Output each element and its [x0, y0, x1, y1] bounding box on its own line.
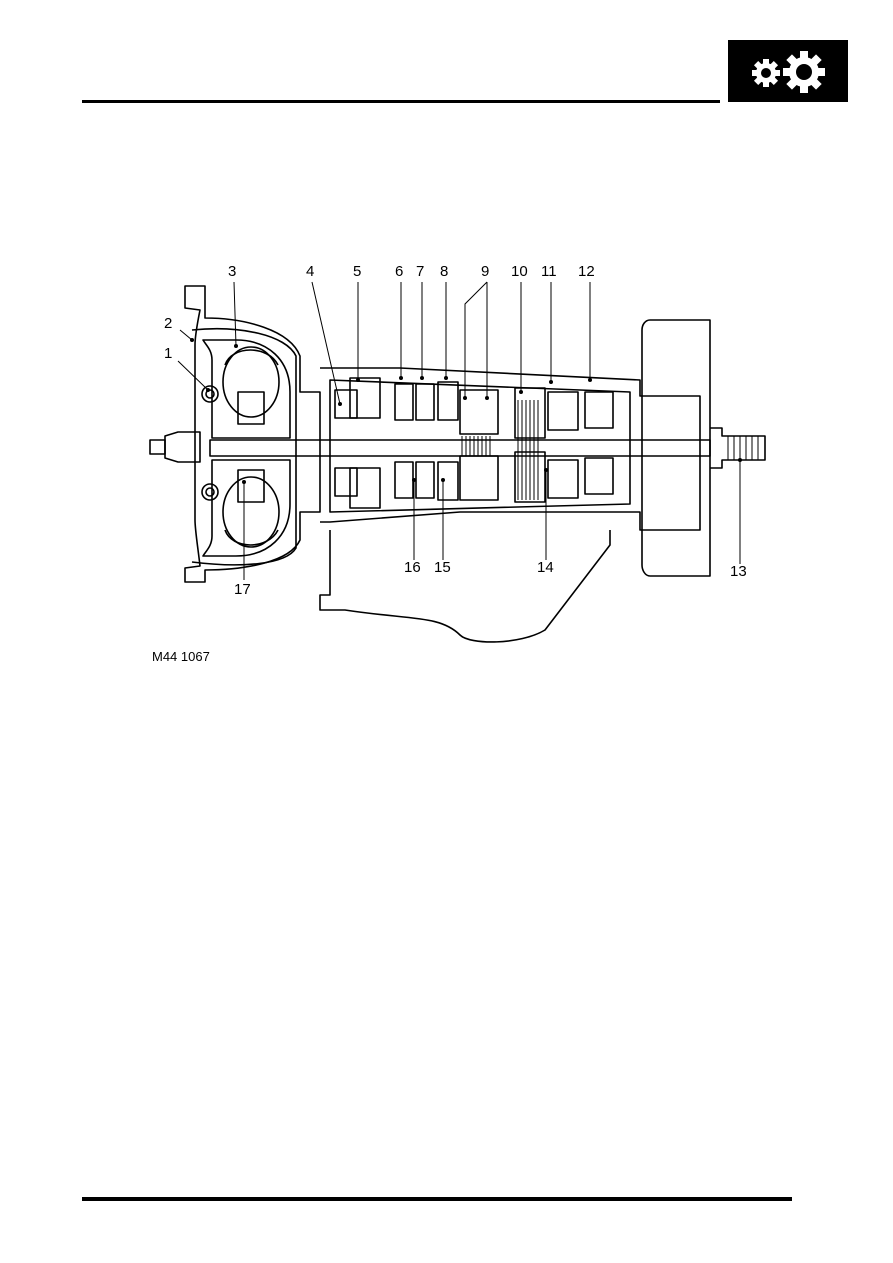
section-badge: [728, 40, 848, 102]
callout-14: 14: [537, 559, 554, 576]
callout-13: 13: [730, 563, 747, 580]
callout-11: 11: [541, 263, 557, 280]
callout-6: 6: [395, 263, 404, 280]
callout-15: 15: [434, 559, 451, 576]
callout-9: 9: [481, 263, 490, 280]
footer-rule: [82, 1197, 792, 1201]
callout-2: 2: [164, 315, 173, 332]
figure-id: M44 1067: [152, 649, 210, 664]
header-rule: [82, 100, 720, 103]
callout-3: 3: [228, 263, 237, 280]
callout-16: 16: [404, 559, 421, 576]
callout-10: 10: [511, 263, 528, 280]
callout-4: 4: [306, 263, 315, 280]
callout-8: 8: [440, 263, 449, 280]
callout-1: 1: [164, 345, 173, 362]
callout-12: 12: [578, 263, 595, 280]
callout-5: 5: [353, 263, 362, 280]
gears-icon: [752, 51, 825, 93]
callout-7: 7: [416, 263, 425, 280]
callout-17: 17: [234, 581, 251, 598]
